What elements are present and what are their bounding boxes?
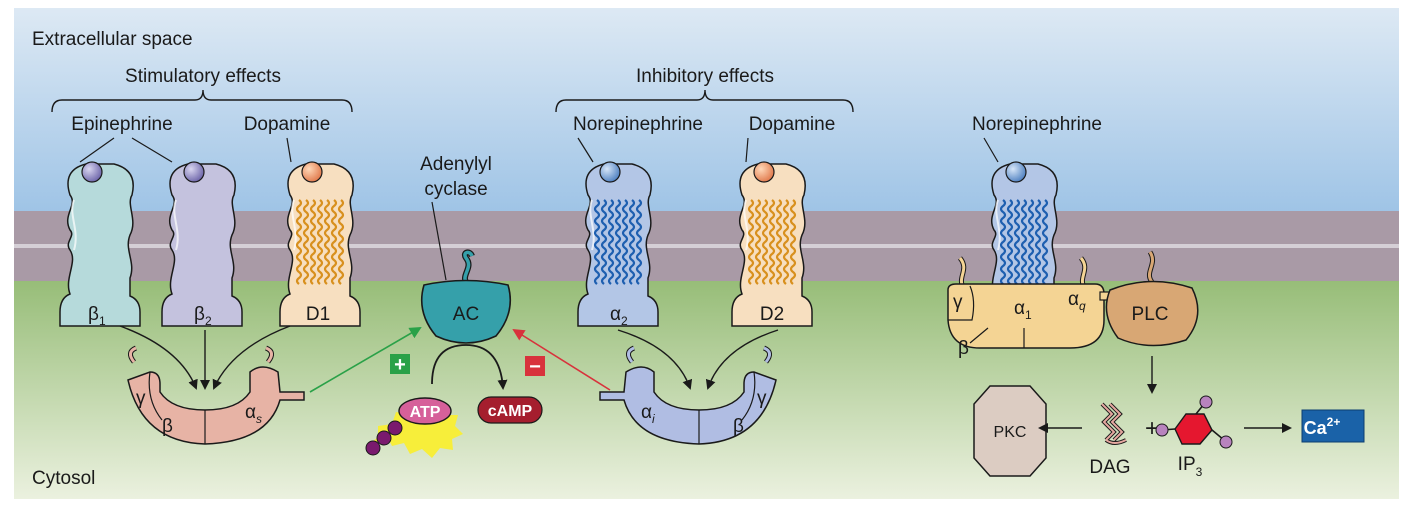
ligand-epinephrine-label: Epinephrine bbox=[71, 114, 172, 135]
gq-beta-label: β bbox=[958, 338, 969, 359]
dag-molecule-fill bbox=[1101, 403, 1127, 444]
stimulatory-arrow bbox=[309, 326, 422, 393]
ip3-molecule bbox=[1155, 395, 1233, 449]
receptor-beta1 bbox=[59, 161, 141, 327]
inhibitory-brace bbox=[555, 89, 854, 113]
ac-enzyme bbox=[420, 279, 512, 344]
ca-label: Ca2+ bbox=[1304, 415, 1341, 438]
minus-sign: − bbox=[529, 356, 541, 378]
inhibitory-label: Inhibitory effects bbox=[636, 66, 774, 87]
receptor-d2-label: D2 bbox=[760, 304, 784, 325]
gi-protein bbox=[599, 345, 777, 445]
ca-badge bbox=[1301, 409, 1365, 443]
ac-anchor-fill bbox=[463, 250, 474, 286]
receptor-alpha2-label: α2 bbox=[610, 304, 628, 328]
receptors-layer bbox=[59, 161, 1065, 327]
gi-gamma-label: γ bbox=[757, 388, 767, 409]
norepinephrine-2-pointer bbox=[983, 137, 999, 163]
plc-anchor-fill bbox=[1147, 251, 1155, 283]
receptor-alpha1-label: α1 bbox=[1014, 298, 1032, 322]
d2-to-gi-arrow bbox=[705, 329, 779, 390]
gs-alpha-label: αs bbox=[245, 402, 262, 426]
extracellular-region bbox=[14, 8, 1399, 211]
receptor-beta2 bbox=[161, 161, 243, 327]
gq-beta-pointer bbox=[969, 327, 989, 344]
plc-enzyme bbox=[1105, 280, 1199, 347]
plus-sign-box bbox=[390, 354, 410, 374]
plus-sign: + bbox=[394, 354, 406, 376]
dopamine-2-pointer bbox=[745, 137, 749, 163]
cytosol-label: Cytosol bbox=[32, 468, 95, 489]
epinephrine-pointer-2 bbox=[131, 137, 173, 163]
norepinephrine-1-pointer bbox=[577, 137, 594, 163]
atp-phosphate-3 bbox=[387, 420, 403, 436]
extracellular-label: Extracellular space bbox=[32, 29, 193, 50]
gq-alpha-label: αq bbox=[1068, 289, 1086, 313]
dag-label: DAG bbox=[1089, 457, 1130, 478]
gq-protein bbox=[947, 256, 1119, 349]
receptor-d1-label: D1 bbox=[306, 304, 330, 325]
dag-ip3-plus: + bbox=[1145, 415, 1159, 442]
camp-badge bbox=[477, 396, 543, 424]
ligand-norepinephrine-2-label: Norepinephrine bbox=[972, 114, 1102, 135]
dopamine-1-pointer bbox=[286, 137, 292, 163]
receptor-beta2-label: β2 bbox=[194, 304, 212, 328]
atp-label: ATP bbox=[410, 404, 441, 421]
stimulatory-brace bbox=[51, 89, 353, 113]
receptor-d2 bbox=[731, 161, 813, 327]
camp-label: cAMP bbox=[488, 403, 533, 420]
ligand-dopamine-1-label: Dopamine bbox=[244, 114, 331, 135]
inhibitory-arrow bbox=[512, 328, 611, 391]
minus-sign-box bbox=[525, 356, 545, 376]
ac-label: AC bbox=[453, 304, 479, 325]
receptor-d1 bbox=[279, 161, 361, 327]
gi-alpha-label: αi bbox=[641, 402, 655, 426]
atp-group: ATP bbox=[365, 397, 463, 458]
gs-protein bbox=[127, 345, 305, 445]
atp-phosphate-2 bbox=[376, 430, 392, 446]
stimulatory-label: Stimulatory effects bbox=[125, 66, 281, 87]
pkc-enzyme bbox=[973, 385, 1047, 477]
beta1-to-gs-arrow bbox=[119, 325, 198, 390]
adenylyl-pointer bbox=[431, 201, 447, 281]
alpha2-to-gi-arrow bbox=[617, 329, 693, 390]
ip3-label: IP3 bbox=[1178, 454, 1203, 479]
epinephrine-pointer-1 bbox=[79, 137, 115, 163]
gs-gamma-label: γ bbox=[136, 388, 146, 409]
d1-to-gs-arrow bbox=[212, 325, 291, 390]
receptor-beta1-label: β1 bbox=[88, 304, 106, 328]
ligand-norepinephrine-1-label: Norepinephrine bbox=[573, 114, 703, 135]
pkc-label: PKC bbox=[994, 424, 1027, 441]
adenylyl-label-line2: cyclase bbox=[424, 179, 487, 200]
atp-label-bg bbox=[398, 397, 452, 425]
receptor-alpha2 bbox=[577, 161, 659, 327]
atp-phosphate-1 bbox=[365, 440, 381, 456]
ligand-dopamine-2-label: Dopamine bbox=[749, 114, 836, 135]
gs-beta-label: β bbox=[162, 416, 173, 437]
ac-reaction-arrow bbox=[431, 344, 508, 390]
plc-label: PLC bbox=[1132, 304, 1169, 325]
gq-gamma-label: γ bbox=[953, 292, 963, 313]
adenylyl-label-line1: Adenylyl bbox=[420, 154, 492, 175]
gi-beta-label: β bbox=[733, 416, 744, 437]
